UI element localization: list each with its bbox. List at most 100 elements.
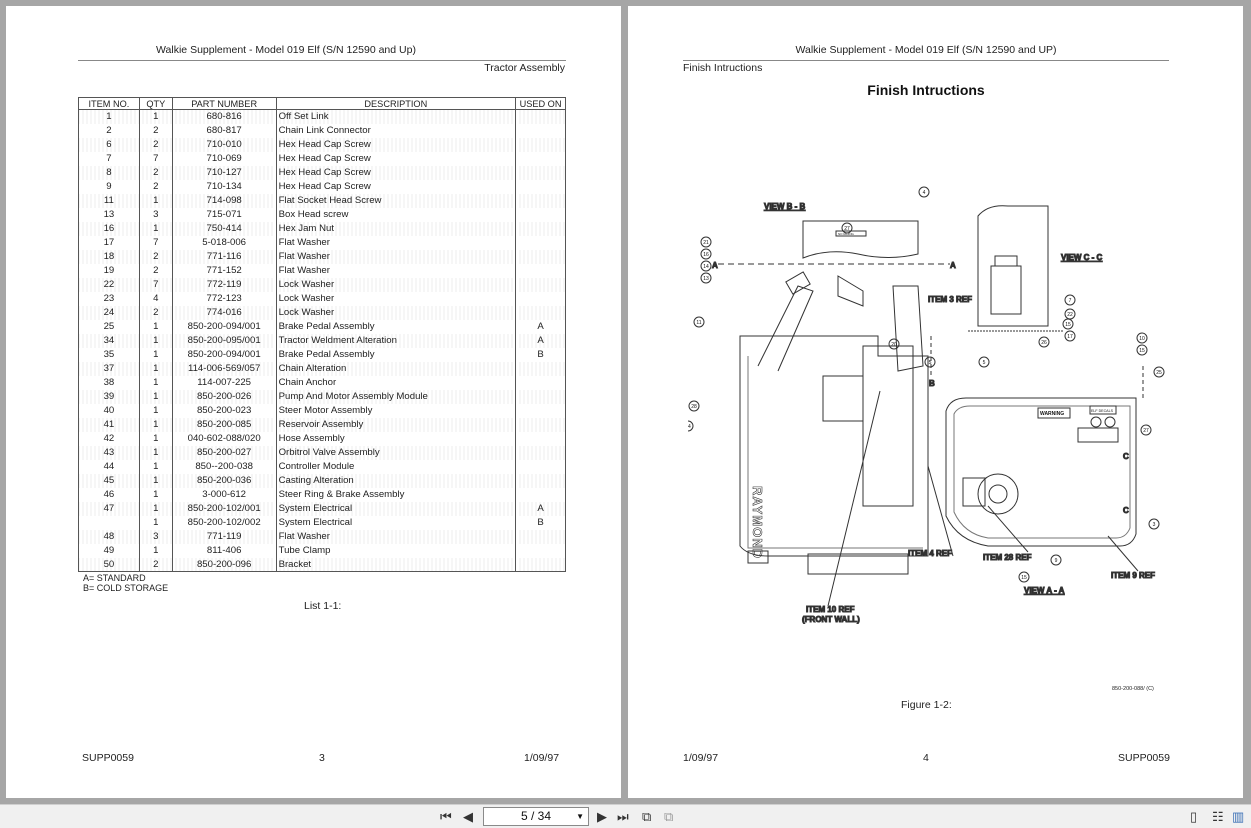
cell-desc: Box Head screw [275, 207, 517, 222]
first-page-button[interactable]: ⏮ [440, 808, 452, 826]
cell-qty: 1 [138, 193, 173, 208]
cell-qty: 1 [138, 375, 173, 390]
cell-qty: 3 [138, 207, 173, 222]
cell-qty: 1 [138, 417, 173, 432]
list-caption: List 1-1: [304, 600, 342, 612]
next-page-button[interactable]: ▶ [597, 808, 607, 826]
cell-used [515, 165, 566, 180]
cell-part: 710-069 [171, 151, 277, 166]
cell-part: 771-116 [171, 249, 277, 264]
cell-used [515, 529, 566, 544]
callout-bubble [1018, 571, 1030, 583]
cell-item: 24 [78, 305, 140, 320]
cell-item: 42 [78, 431, 140, 446]
callout-bubble [1136, 344, 1148, 356]
continuous-view-button[interactable]: ☷ [1212, 808, 1224, 826]
warning-decal [1037, 407, 1071, 419]
cell-qty: 7 [138, 151, 173, 166]
cell-qty: 1 [138, 389, 173, 404]
callout-bubble [1062, 318, 1074, 330]
cell-used [515, 403, 566, 418]
cell-item: 23 [78, 291, 140, 306]
page-right: Walkie Supplement - Model 019 Elf (S/N 1… [628, 6, 1243, 798]
table-header-row: ITEM NO. QTY PART NUMBER DESCRIPTION USE… [78, 97, 566, 110]
cell-item: 11 [78, 193, 140, 208]
cell-part: 710-010 [171, 137, 277, 152]
cell-item: 35 [78, 347, 140, 362]
cell-used [515, 389, 566, 404]
control-panel [1077, 427, 1119, 443]
cell-used [515, 445, 566, 460]
cell-part: 850-200-026 [171, 389, 277, 404]
cell-item: 16 [78, 221, 140, 236]
last-page-button[interactable]: ⏭ [617, 808, 629, 826]
cell-desc: Chain Alteration [275, 361, 517, 376]
cell-qty: 1 [138, 515, 173, 530]
header-rule [78, 60, 566, 61]
single-page-view-button[interactable]: ▯ [1190, 808, 1197, 826]
callout-number: 22 [1067, 312, 1073, 318]
callout-bubble [1038, 336, 1050, 348]
cell-item: 7 [78, 151, 140, 166]
cell-item: 48 [78, 529, 140, 544]
cell-desc: Chain Link Connector [275, 123, 517, 138]
cell-part: 680-816 [171, 109, 277, 124]
cell-desc: Flat Washer [275, 263, 517, 278]
cell-desc: Flat Socket Head Screw [275, 193, 517, 208]
cell-item: 8 [78, 165, 140, 180]
callout-bubble [1064, 330, 1076, 342]
callout-bubble [1140, 424, 1152, 436]
cell-desc: Lock Washer [275, 305, 517, 320]
cell-used: A [515, 319, 566, 334]
cell-item: 44 [78, 459, 140, 474]
cell-used [515, 207, 566, 222]
mast-part [892, 285, 924, 372]
prev-page-button[interactable]: ◀ [463, 808, 473, 826]
fit-page-button[interactable]: ⧉ [642, 808, 651, 826]
fit-width-button[interactable]: ⧉ [664, 808, 673, 826]
callout-bubble [1064, 294, 1076, 306]
item9-leader [1107, 535, 1139, 572]
chevron-down-icon[interactable]: ▼ [576, 812, 584, 821]
callout-number: 25 [1156, 370, 1162, 376]
fit-width-icon: ⧉ [664, 809, 674, 824]
header-subtitle: Finish Intructions [683, 62, 763, 74]
cell-part: 114-007-225 [171, 375, 277, 390]
cell-part: 114-006-569/057 [171, 361, 277, 376]
col-header-desc: DESCRIPTION [275, 97, 517, 110]
cell-desc: Brake Pedal Assembly [275, 347, 517, 362]
callout-number: 15 [1139, 348, 1145, 354]
page-number-input[interactable]: 5 / 34 ▼ [483, 807, 589, 826]
cell-qty: 2 [138, 263, 173, 278]
cell-part: 850-200-102/001 [171, 501, 277, 516]
cell-item: 1 [78, 109, 140, 124]
callout-bubble [688, 420, 694, 432]
col-header-part: PART NUMBER [171, 97, 277, 110]
warning-text: WARNING [1040, 411, 1064, 417]
callout-number: 13 [703, 276, 709, 282]
cell-desc: Steer Motor Assembly [275, 403, 517, 418]
cell-item: 43 [78, 445, 140, 460]
cell-qty: 1 [138, 403, 173, 418]
two-page-view-button[interactable]: ▥ [1232, 808, 1244, 826]
cell-used [515, 375, 566, 390]
callout-number: 27 [1143, 428, 1149, 434]
callout-bubble [700, 272, 712, 284]
cell-part: 3-000-612 [171, 487, 277, 502]
handle-head [785, 271, 811, 295]
cell-desc: Hex Head Cap Screw [275, 179, 517, 194]
figure-caption: Figure 1-2: [901, 699, 952, 711]
cell-qty: 1 [138, 459, 173, 474]
footer-page-number: 3 [319, 752, 325, 764]
front-wall-label: (FRONT WALL) [802, 615, 860, 624]
